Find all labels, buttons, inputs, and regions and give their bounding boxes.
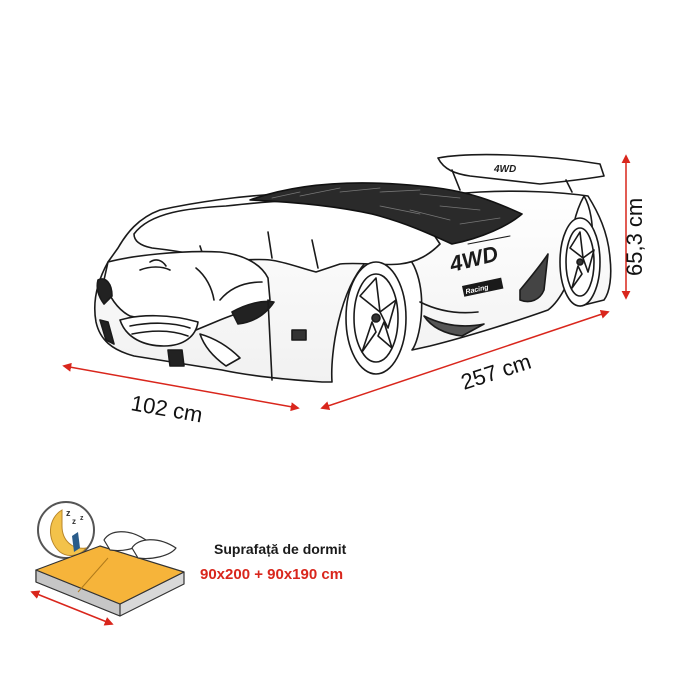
mattress-dimension-line <box>30 590 114 626</box>
sleeping-surface-title: Suprafață de dormit <box>214 541 347 557</box>
width-label: 102 cm <box>129 390 204 427</box>
width-dimension-line <box>62 362 300 412</box>
car-bed-sketch: 4WD 4WD Racing <box>93 153 612 383</box>
side-badge: Racing <box>462 277 504 297</box>
car-blanket <box>249 182 523 245</box>
left-headlight <box>96 278 113 305</box>
rear-wheel <box>559 217 601 307</box>
sleeping-surface-value: 90x200 + 90x190 cm <box>200 566 344 583</box>
svg-text:z: z <box>66 508 71 518</box>
car-spoiler <box>437 153 605 185</box>
right-headlight <box>231 300 275 325</box>
moon-sleep-icon: z z z <box>37 501 95 559</box>
svg-text:z: z <box>72 517 76 526</box>
spoiler-logo: 4WD <box>493 164 516 175</box>
svg-text:Racing: Racing <box>465 284 490 296</box>
length-label: 257 cm <box>458 349 534 395</box>
svg-text:4WD: 4WD <box>493 164 516 175</box>
dimension-lines <box>62 154 631 412</box>
height-label: 65,3 cm <box>622 198 647 276</box>
svg-text:z: z <box>80 515 84 522</box>
length-dimension-line <box>320 310 610 410</box>
front-wheel <box>345 261 407 375</box>
